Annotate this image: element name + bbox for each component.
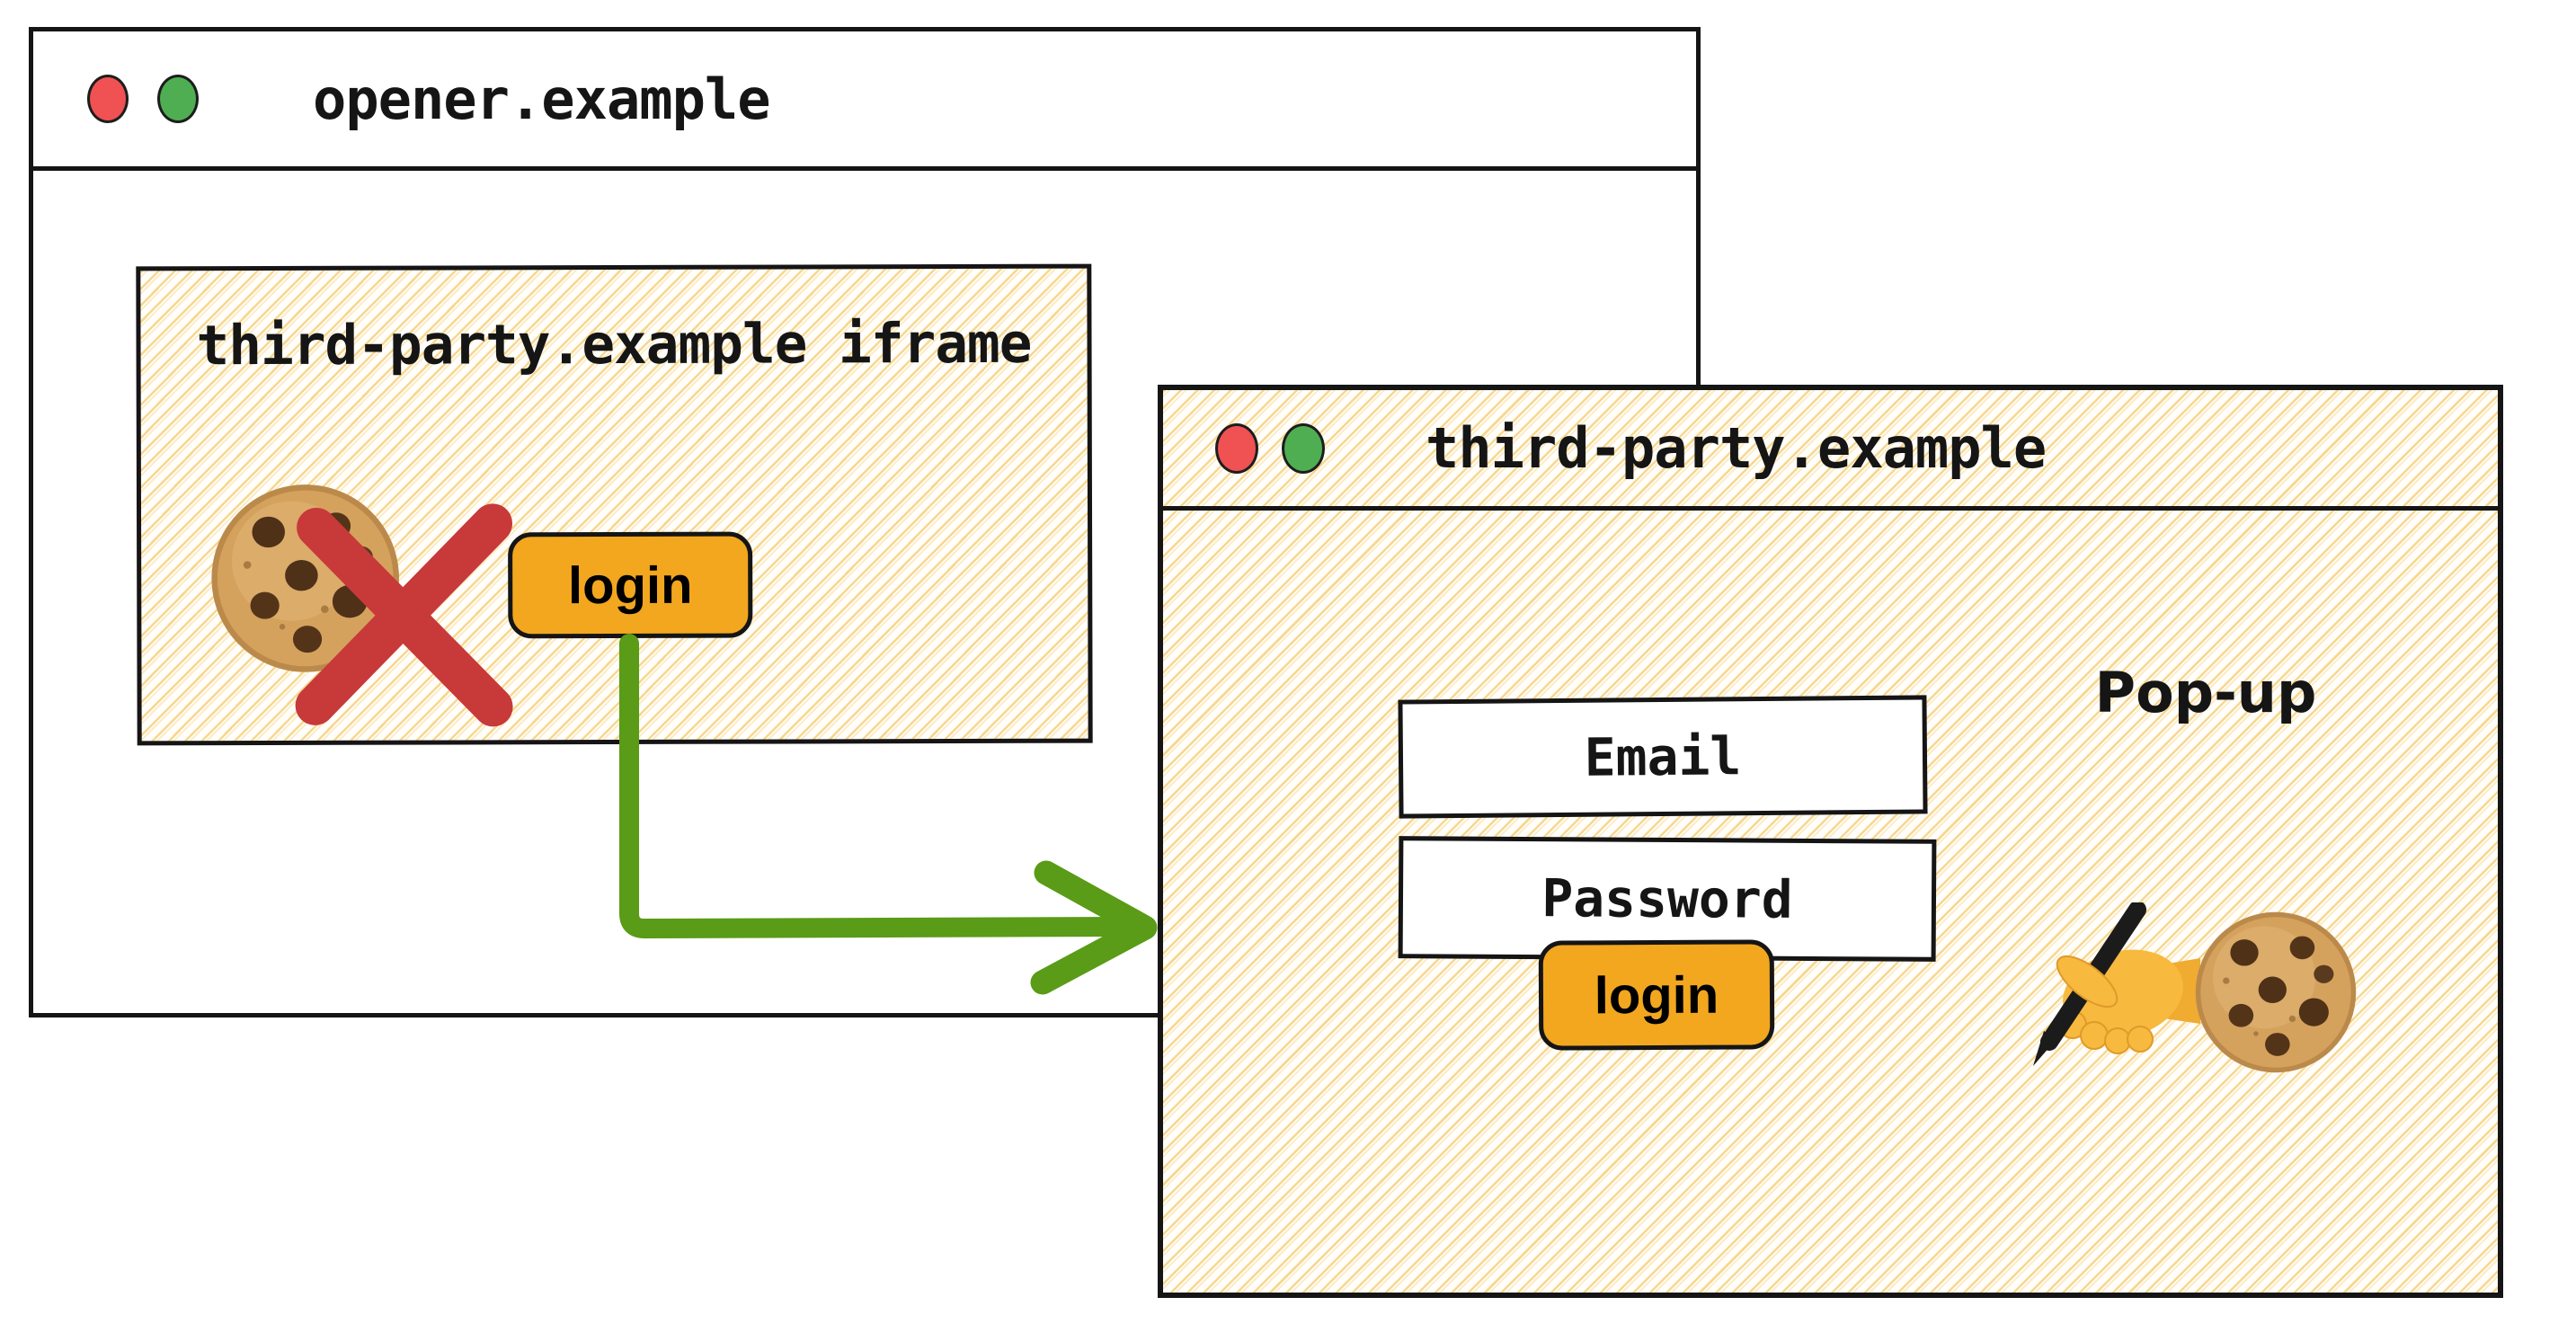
zoom-traffic-light-icon[interactable] bbox=[157, 75, 199, 123]
zoom-traffic-light-icon[interactable] bbox=[1282, 422, 1325, 474]
blocked-x-icon bbox=[295, 503, 513, 727]
writing-hand-icon bbox=[2033, 902, 2200, 1066]
popup-window: third-party.example Email Password login… bbox=[1158, 385, 2503, 1298]
iframe-title: third-party.example iframe bbox=[196, 311, 1032, 378]
popup-window-title: third-party.example bbox=[1426, 415, 2047, 481]
cookie-icon bbox=[2193, 910, 2358, 1075]
close-traffic-light-icon[interactable] bbox=[1215, 422, 1258, 474]
close-traffic-light-icon[interactable] bbox=[87, 75, 129, 123]
iframe-login-button[interactable]: login bbox=[508, 531, 753, 639]
third-party-iframe: third-party.example iframe login bbox=[136, 263, 1093, 746]
email-field[interactable]: Email bbox=[1398, 695, 1928, 819]
opener-titlebar: opener.example bbox=[33, 31, 1696, 171]
popup-login-button[interactable]: login bbox=[1538, 939, 1775, 1051]
popup-annotation-label: Pop-up bbox=[2094, 660, 2317, 725]
opener-window-title: opener.example bbox=[313, 66, 771, 132]
popup-titlebar: third-party.example bbox=[1163, 390, 2498, 511]
